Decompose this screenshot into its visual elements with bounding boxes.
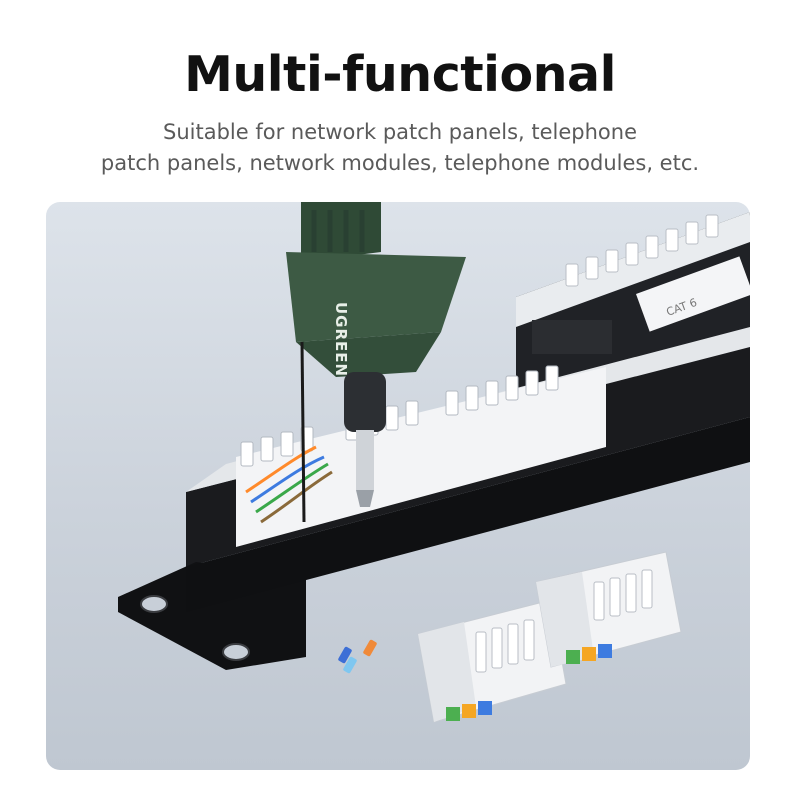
subtitle-line-2: patch panels, network modules, telephone…: [100, 151, 700, 175]
product-photo: CAT 6: [46, 202, 750, 770]
keystone-module-front: [417, 599, 567, 723]
subtitle-line-1: Suitable for network patch panels, telep…: [163, 120, 637, 144]
headline: Multi-functional: [184, 46, 616, 103]
punch-down-tool: UGREEN: [286, 202, 466, 523]
brand-logo: UGREEN: [332, 302, 350, 377]
punch-down-tool-illustration: CAT 6: [118, 202, 750, 723]
keystone-module-back: [535, 551, 682, 668]
main-patch-panel: [118, 327, 750, 674]
